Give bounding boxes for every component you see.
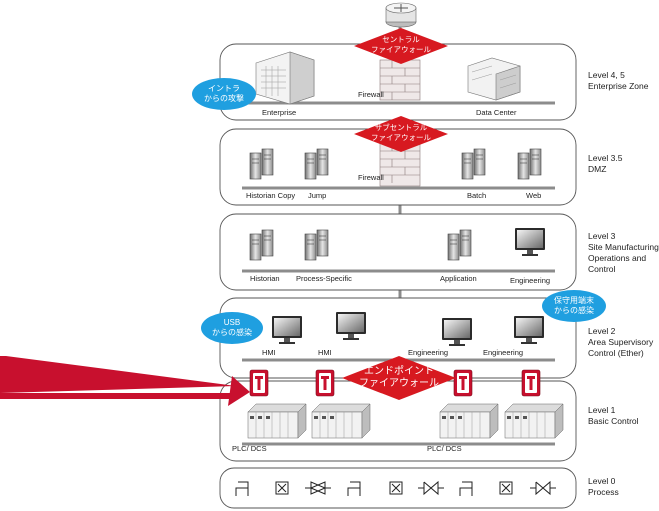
tofino-label-1: Tofino	[286, 382, 312, 392]
bubble-maintenance-line2: からの感染	[554, 306, 594, 315]
plc-dcs-label-1: PLC/ DCS	[232, 444, 267, 453]
endpoint-firewall-line2: ファイアウォール	[359, 378, 439, 389]
sensor-icon-3	[499, 481, 513, 495]
bubble-usb-line2: からの感染	[212, 328, 252, 337]
hmi-label-1: HMI	[262, 348, 276, 357]
subcentral-firewall-label: サブセントラル ファイアウォール	[358, 123, 444, 143]
level-label-35: Level 3.5 DMZ	[588, 153, 623, 175]
level-label-45: Level 4, 5 Enterprise Zone	[588, 70, 648, 92]
bubble-intranet	[192, 78, 256, 110]
level-3-line3: Operations and	[588, 253, 647, 263]
engineering-label-l2a: Engineering	[408, 348, 449, 357]
router-icon	[385, 2, 417, 28]
process-specific-label: Process-Specific	[296, 274, 352, 283]
tofino-device-icon-4	[521, 369, 541, 397]
bubble-intranet-line2: からの攻撃	[204, 94, 244, 103]
level-2-line1: Level 2	[588, 326, 616, 336]
level-1-line2: Basic Control	[588, 416, 639, 426]
subcentral-firewall-diamond	[354, 116, 448, 152]
level-35-line1: Level 3.5	[588, 153, 623, 163]
plc-icon-4	[504, 403, 564, 439]
level-0-line2: Process	[588, 487, 619, 497]
historian-copy-label: Historian Copy	[246, 191, 296, 200]
tofino-label-2: Tofino	[488, 382, 514, 392]
plc-icon-2	[311, 403, 371, 439]
level-3-line1: Level 3	[588, 231, 616, 241]
level-1-line1: Level 1	[588, 405, 616, 415]
batch-label: Batch	[467, 191, 487, 200]
tofino-device-icon-1	[249, 369, 269, 397]
bubble-maintenance	[542, 290, 606, 322]
plc-icon-3	[439, 403, 499, 439]
level-label-0: Level 0 Process	[588, 476, 619, 498]
level-3-line2: Site Manufacturing	[588, 242, 659, 252]
level-2-line2: Area Supervisory	[588, 337, 654, 347]
hmi-label-2: HMI	[318, 348, 332, 357]
application-label: Application	[440, 274, 477, 283]
level-label-3: Level 3 Site Manufacturing Operations an…	[588, 231, 659, 275]
valve-actuator-icon-3	[459, 481, 473, 496]
endpoint-firewall-line1: エンドポイント	[364, 366, 434, 377]
central-firewall-line2: ファイアウォール	[371, 45, 431, 54]
firewall-label-dmz: Firewall	[358, 173, 384, 182]
engineering-label-l3: Engineering	[510, 276, 551, 285]
bubble-maintenance-line1: 保守用端末	[554, 296, 594, 305]
level-35-line2: DMZ	[588, 164, 607, 174]
engineering-label-l2b: Engineering	[483, 348, 524, 357]
level-3-line4: Control	[588, 264, 616, 274]
attack-arrow-icon	[0, 356, 250, 406]
level-2-line3: Control (Ether)	[588, 348, 644, 358]
sensor-icon-1	[275, 481, 289, 495]
subcentral-firewall-line2: ファイアウォール	[371, 133, 431, 142]
zone-level0	[219, 467, 577, 509]
tofino-device-icon-2	[315, 369, 335, 397]
level-45-line1: Level 4, 5	[588, 70, 625, 80]
subcentral-firewall-line1: サブセントラル	[374, 123, 428, 132]
level-45-line2: Enterprise Zone	[588, 81, 649, 91]
central-firewall-line1: セントラル	[382, 35, 420, 44]
sensor-icon-2	[389, 481, 403, 495]
central-firewall-label: セントラル ファイアウォール	[358, 35, 444, 55]
level-label-1: Level 1 Basic Control	[588, 405, 639, 427]
jump-label: Jump	[308, 191, 327, 200]
enterprise-label: Enterprise	[262, 108, 297, 117]
bubble-usb-line1: USB	[223, 318, 241, 327]
level-label-2: Level 2 Area Supervisory Control (Ether)	[588, 326, 653, 359]
web-label: Web	[526, 191, 542, 200]
central-firewall-diamond	[354, 28, 448, 64]
tofino-device-icon-3	[453, 369, 473, 397]
valve-actuator-icon-1	[235, 481, 249, 496]
bubble-intranet-line1: イントラ	[208, 84, 240, 93]
historian-label: Historian	[250, 274, 280, 283]
level-0-line1: Level 0	[588, 476, 616, 486]
bubble-maintenance-text: 保守用端末 からの感染	[544, 296, 604, 316]
plc-dcs-label-2: PLC/ DCS	[427, 444, 462, 453]
process-symbols	[235, 480, 556, 496]
firewall-wall-icon	[379, 59, 421, 101]
endpoint-firewall-diamond	[342, 356, 456, 400]
data-center-label: Data Center	[476, 108, 517, 117]
plc-icon-1	[247, 403, 307, 439]
bubble-usb-text: USB からの感染	[202, 318, 262, 338]
data-center-icon	[467, 57, 521, 101]
bubble-usb	[201, 312, 263, 344]
valve-actuator-icon-2	[347, 481, 361, 496]
endpoint-firewall-label: エンドポイント ファイアウォール	[350, 366, 448, 390]
firewall-label-l45: Firewall	[358, 90, 384, 99]
enterprise-building-icon	[255, 51, 315, 105]
bubble-intranet-text: イントラ からの攻撃	[194, 84, 254, 104]
